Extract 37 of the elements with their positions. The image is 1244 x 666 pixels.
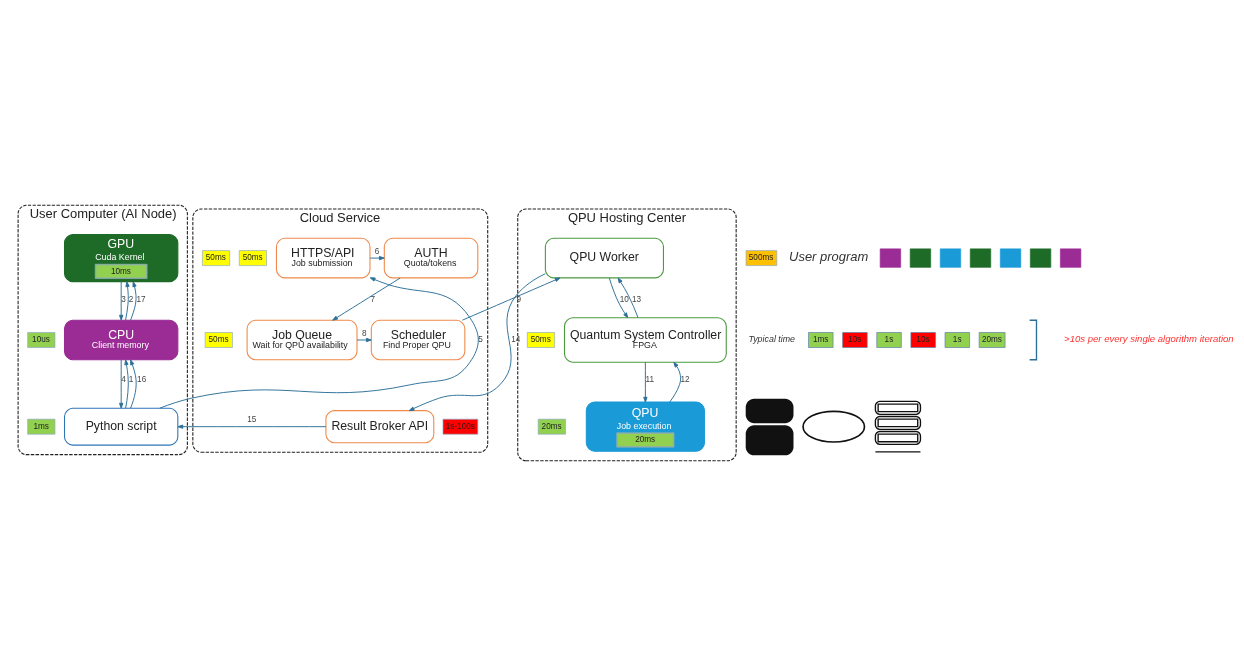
node-box [879, 248, 901, 268]
node-box: Result Broker API [325, 410, 435, 444]
node-box [939, 248, 962, 268]
label: >10s per every single algorithm iteration [1064, 332, 1234, 344]
node-box [1060, 248, 1082, 268]
arrow [608, 277, 629, 319]
arrow [408, 273, 546, 412]
arrow [119, 281, 124, 321]
arrow [462, 277, 561, 321]
node-box [909, 248, 932, 268]
arrow [130, 359, 137, 409]
arrow [177, 424, 327, 429]
node-box: Job Queue Wait for QPU availability [246, 319, 358, 361]
arrow [369, 255, 385, 261]
node-box [1030, 248, 1052, 268]
arrow [119, 359, 124, 409]
arrow [669, 361, 682, 403]
node-box: CPU Client memory [63, 319, 179, 361]
node-box: Python script [63, 407, 179, 446]
arrow [332, 277, 401, 321]
arrow [356, 337, 372, 343]
node-box [999, 248, 1022, 268]
node-cloud [802, 410, 866, 443]
node-box: QPU Worker [544, 237, 664, 279]
node-box: AUTH Quota/tokens [383, 237, 479, 279]
arrow [124, 359, 129, 409]
node-box: HTTPS/API Job submission [275, 237, 371, 279]
arrow [125, 281, 130, 321]
node-box [969, 248, 992, 268]
node-box: Quantum System Controller FPGA [563, 317, 727, 363]
label: User program [789, 248, 869, 264]
arrow [617, 277, 639, 319]
label: Typical time [748, 333, 796, 344]
arrow [643, 361, 648, 403]
arrow [130, 281, 137, 321]
arrow [159, 277, 479, 409]
node-box: Scheduler Find Proper QPU [370, 319, 466, 361]
